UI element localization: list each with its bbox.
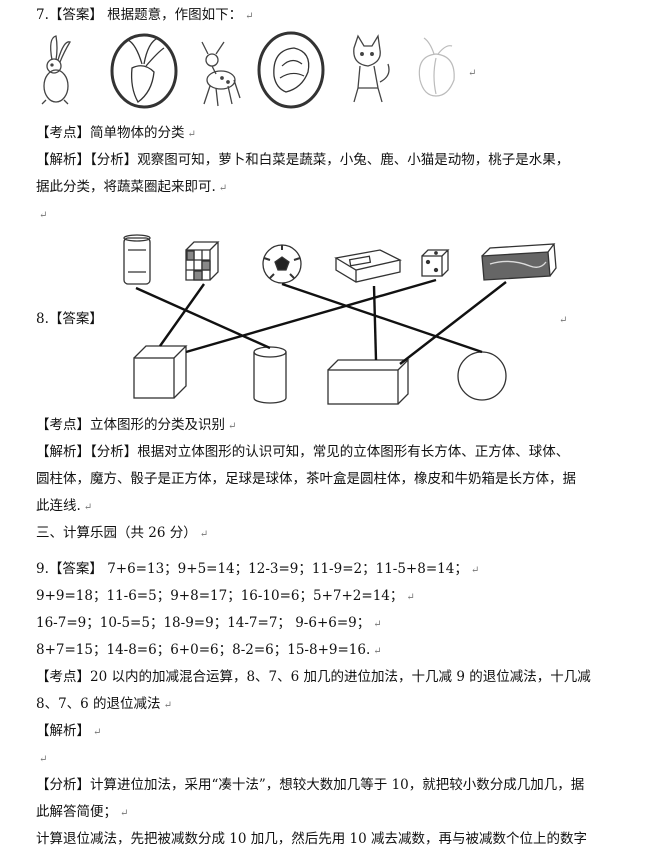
- can-icon: [123, 234, 151, 285]
- q8-kaodian: 【考点】立体图形的分类及识别↵: [36, 417, 237, 433]
- sphere-shape: [457, 351, 507, 401]
- q8-answer-title: 8.【答案】: [36, 311, 103, 327]
- cube-shape: [133, 345, 188, 399]
- dice-icon: [421, 249, 450, 277]
- milk-box-icon: [481, 243, 557, 281]
- q7-answer-figure: ↵: [41, 31, 476, 109]
- rabbit-icon: [41, 35, 71, 105]
- q7-answer-title: 7.【答案】 根据题意，作图如下：↵: [36, 7, 254, 23]
- blank-paragraph-2: ↵: [39, 754, 48, 765]
- soccer-ball-icon: [262, 244, 302, 284]
- q8-jiexi-line1: 【解析】【分析】根据对立体图形的认识可知，常见的立体图形有长方体、正方体、球体、: [36, 444, 570, 460]
- q9-jiexi: 【解析】↵: [36, 723, 102, 739]
- peach-icon: [418, 37, 455, 97]
- q9-answer-line1: 9.【答案】 7+6=13；9+5=14；12-3=9；11-9=2；11-5+…: [36, 561, 480, 577]
- q9-fenxi-line3: 计算退位减法，先把被减数分成 10 加几，然后先用 10 减去减数，再与被减数个…: [36, 831, 588, 847]
- matching-lines: [135, 278, 507, 365]
- q7-figure-mark: ↵: [468, 68, 476, 79]
- q9-kaodian-line2: 8、7、6 的退位减法↵: [36, 696, 172, 712]
- rubiks-cube-icon: [185, 241, 220, 281]
- q8-answer-mark: ↵: [559, 315, 568, 326]
- q7-jiexi-line1: 【解析】【分析】观察图可知，萝卜和白菜是蔬菜，小兔、鹿、小猫是动物，桃子是水果，: [36, 152, 570, 168]
- cylinder-shape: [253, 346, 287, 404]
- q9-fenxi-line1: 【分析】计算进位加法，采用“凑十法”，想较大数加几等于 10，就把较小数分成几加…: [36, 777, 585, 793]
- cuboid-shape: [327, 359, 410, 405]
- q8-matching-figure: [123, 234, 557, 405]
- cat-icon: [353, 34, 390, 103]
- q9-answer-line3: 16-7=9；10-5=5；18-9=9；14-7=7； 9-6+6=9；↵: [36, 615, 382, 631]
- cabbage-icon: [257, 31, 325, 109]
- q9-kaodian-line1: 【考点】20 以内的加减混合运算，8、7、6 加几的进位加法，十几减 9 的退位…: [36, 669, 591, 685]
- section-3-title: 三、计算乐园（共 26 分）↵: [36, 525, 209, 541]
- q9-answer-line4: 8+7=15；14-8=6；6+0=6；8-2=6；15-8+9=16.↵: [36, 642, 382, 658]
- q7-kaodian: 【考点】简单物体的分类↵: [36, 125, 196, 141]
- q8-jiexi-line2: 圆柱体，魔方、骰子是正方体，足球是球体，茶叶盒是圆柱体，橡皮和牛奶箱是长方体，据: [36, 471, 576, 487]
- radish-icon: [110, 33, 178, 109]
- deer-icon: [201, 41, 241, 107]
- q9-answer-line2: 9+9=18；11-6=5；9+8=17；16-10=6；5+7+2=14；↵: [36, 588, 415, 604]
- q9-fenxi-line2: 此解答简便；↵: [36, 804, 129, 820]
- blank-paragraph: ↵: [39, 210, 48, 221]
- q8-jiexi-line3: 此连线.↵: [36, 498, 93, 514]
- eraser-icon: [334, 249, 402, 283]
- q7-jiexi-line2: 据此分类，将蔬菜圈起来即可.↵: [36, 179, 228, 195]
